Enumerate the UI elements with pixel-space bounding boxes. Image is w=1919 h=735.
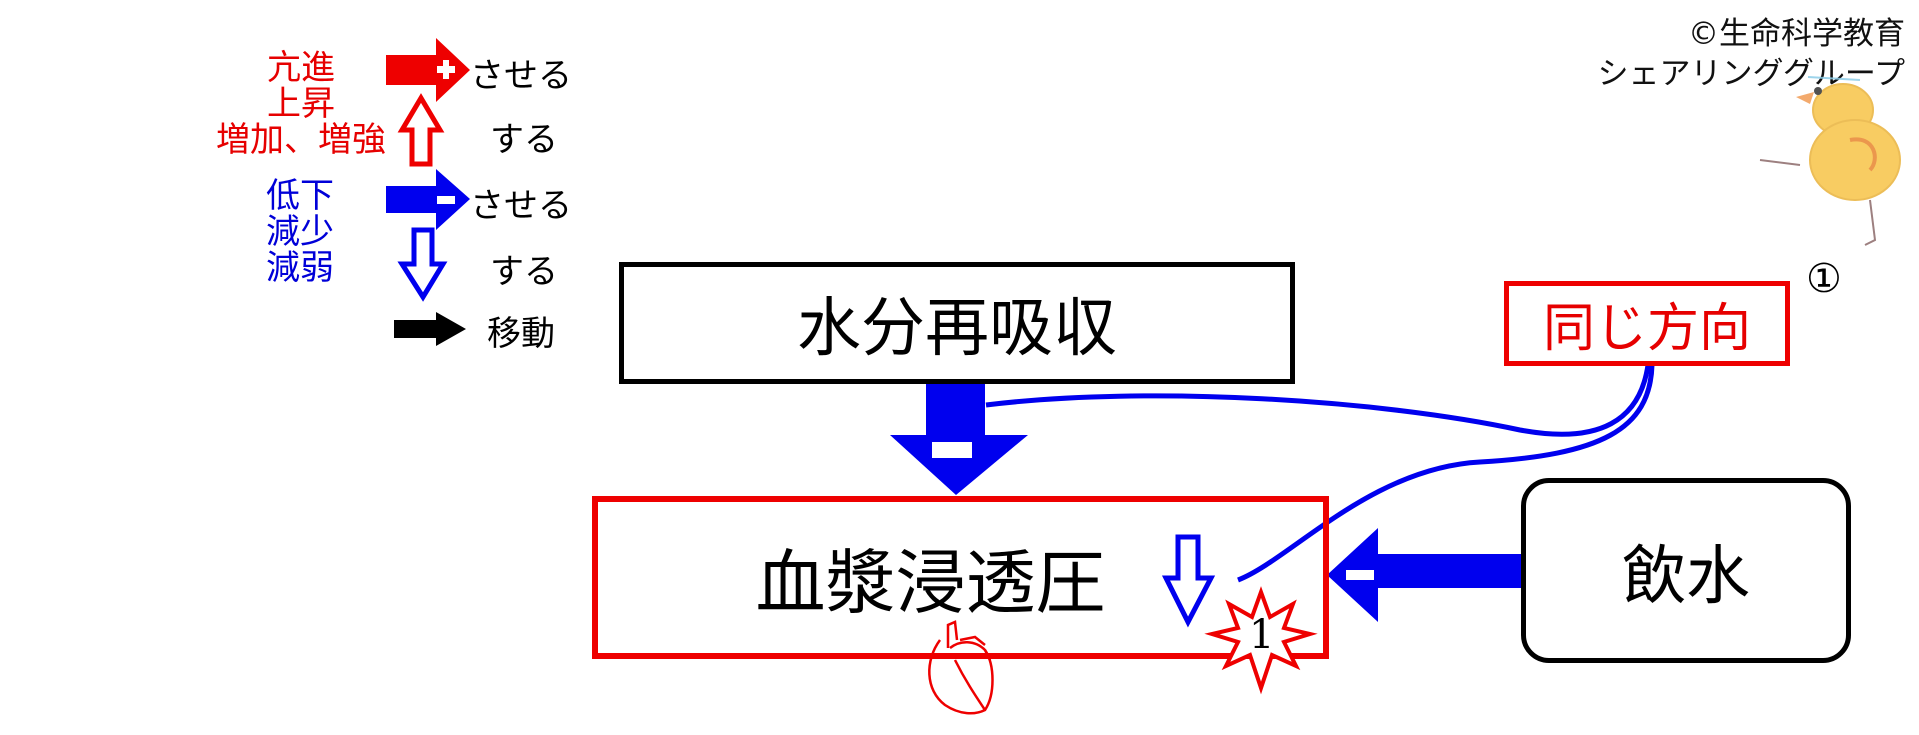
blue-outline-down-arrow-icon	[397, 227, 448, 302]
legend-text-row-1: する	[490, 120, 558, 160]
legend-text-row-3: する	[490, 252, 558, 292]
plasma-osmotic-pressure-box: 血漿浸透圧	[592, 496, 1329, 659]
plasma-osmotic-pressure-label: 血漿浸透圧	[755, 542, 1106, 624]
blue-minus-right-arrow-icon	[386, 169, 470, 230]
legend-text-row-4: 移動	[487, 314, 555, 354]
same-direction-box: 同じ方向	[1504, 281, 1790, 366]
black-right-arrow-icon	[394, 312, 466, 346]
burst-number: 1	[1249, 612, 1275, 658]
osmotic-decrease-down-arrow-icon	[1161, 534, 1216, 628]
legend-increase-labels: 亢進 上昇 増加、増強	[206, 50, 396, 158]
red-plus-right-arrow-icon	[386, 38, 470, 102]
red-outline-up-arrow-icon	[397, 93, 445, 167]
circled-number-one: ①	[1806, 256, 1842, 302]
legend-label-hyperfunction: 亢進	[267, 48, 335, 88]
legend-decrease-labels: 低下 減少 減弱	[250, 178, 350, 286]
water-reabsorption-label: 水分再吸収	[797, 292, 1117, 366]
legend-label-weaken: 減弱	[266, 248, 334, 288]
drink-to-osmotic-minus-arrow	[1327, 528, 1521, 622]
copyright-line-1: ©生命科学教育	[1688, 16, 1905, 52]
legend-label-increase: 増加、増強	[216, 120, 386, 160]
legend-label-rise: 上昇	[267, 84, 335, 124]
drinking-water-label: 飲水	[1622, 539, 1750, 614]
same-direction-label: 同じ方向	[1542, 299, 1751, 359]
reabsorption-to-osmotic-minus-arrow	[890, 384, 1028, 495]
drinking-water-box: 飲水	[1521, 478, 1851, 663]
water-reabsorption-box: 水分再吸収	[619, 262, 1295, 384]
legend-text-row-2: させる	[470, 186, 572, 226]
legend-text-row-0: させる	[470, 56, 572, 96]
legend-label-decrease: 減少	[266, 212, 334, 252]
same-direction-connector-lines	[985, 364, 1655, 583]
legend-label-decline: 低下	[266, 176, 334, 216]
